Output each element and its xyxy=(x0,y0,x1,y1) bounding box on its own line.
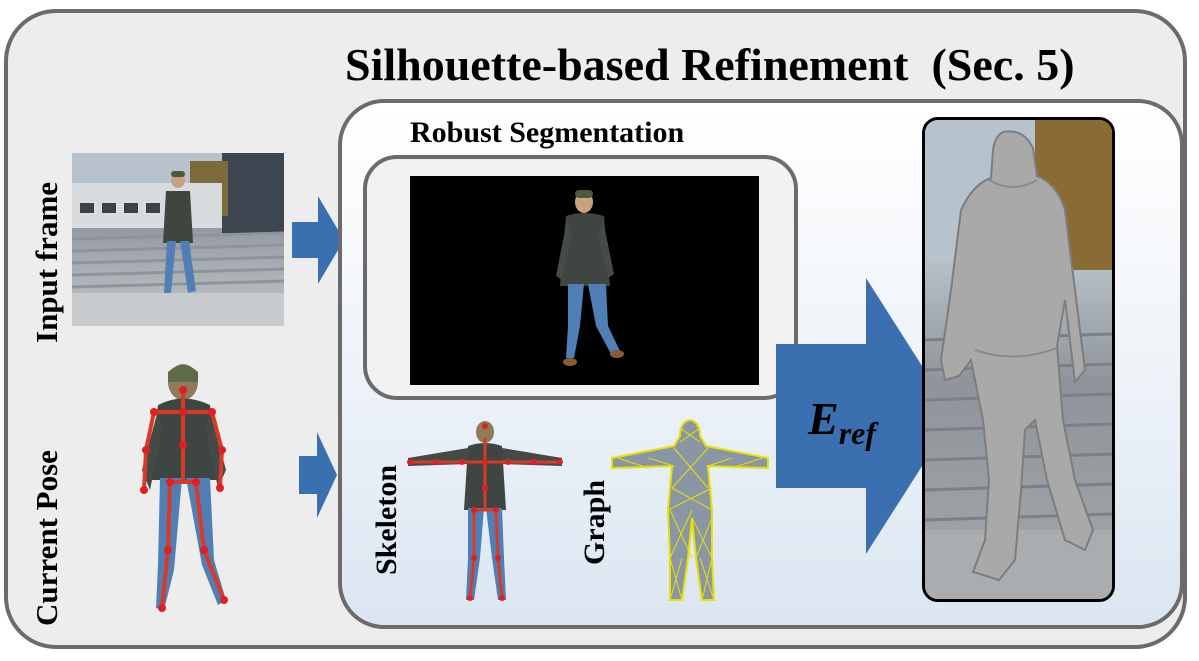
current-pose-figure xyxy=(140,364,228,612)
input-frame-image xyxy=(72,153,284,326)
refined-result-image xyxy=(922,117,1115,602)
pose-to-skeleton-arrow xyxy=(299,432,337,518)
robust-segmentation-label: Robust Segmentation xyxy=(410,116,685,149)
pose-joints xyxy=(140,386,228,612)
pose-skeleton-lines xyxy=(142,390,226,609)
input-frame-label: Input frame xyxy=(29,181,64,343)
e-ref-symbol: E xyxy=(808,393,839,444)
input-to-segmentation-arrow xyxy=(292,196,344,284)
input-frame-scene xyxy=(72,153,284,326)
current-pose-label: Current Pose xyxy=(29,450,64,626)
e-ref-subscript: ref xyxy=(838,415,876,451)
refined-mesh-scene xyxy=(925,120,1112,599)
segmentation-image xyxy=(410,176,759,385)
segmented-person xyxy=(556,190,624,366)
graph-label: Graph xyxy=(578,479,611,565)
e-ref-label: Eref xyxy=(808,392,876,452)
skeleton-label: Skeleton xyxy=(370,464,403,575)
refinement-energy-arrow xyxy=(776,278,954,554)
diagram-title: Silhouette-based Refinement (Sec. 5) xyxy=(345,39,1075,90)
skeleton-tpose-figure xyxy=(407,421,563,601)
graph-mesh-figure xyxy=(611,418,769,601)
